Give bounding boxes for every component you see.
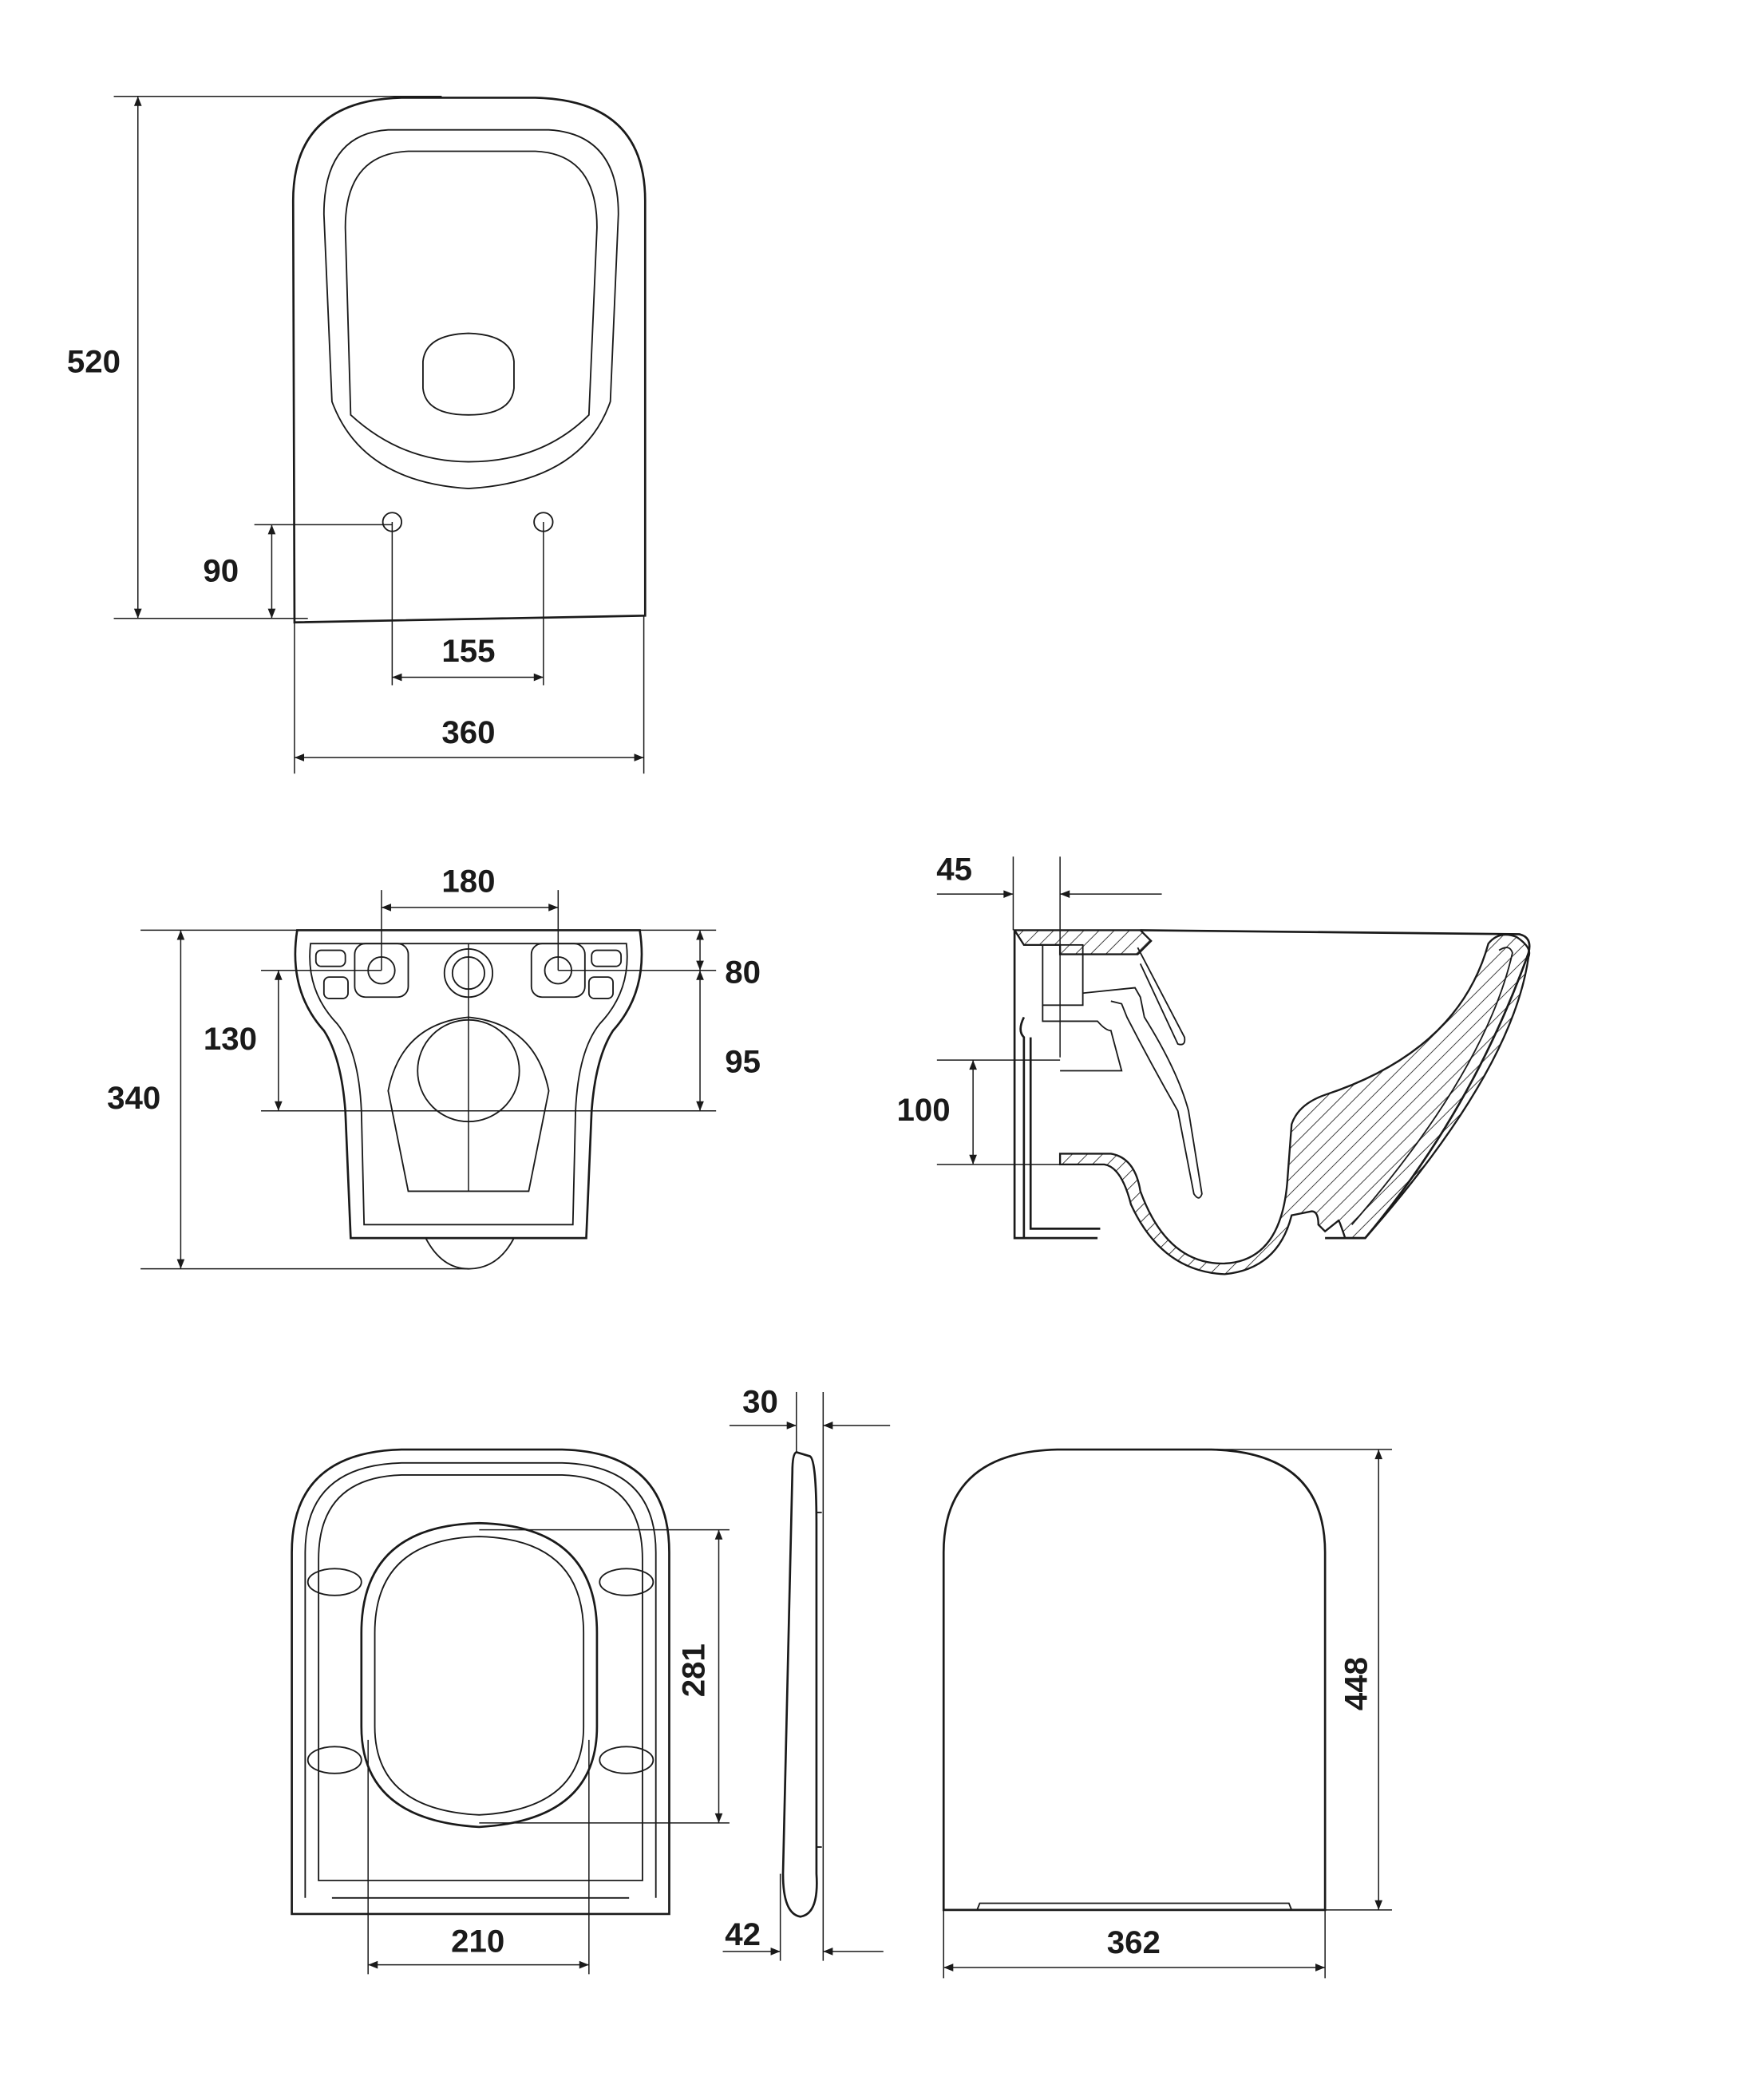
lid-outline (942, 1448, 1327, 1912)
top-view: 520 90 155 360 (67, 95, 647, 774)
lid-view: 448 362 (942, 1448, 1392, 1979)
seat-opening (360, 1521, 599, 1829)
dim-80: 80 (725, 954, 761, 990)
dim-155: 155 (441, 633, 495, 669)
section-wall-hatch (1012, 929, 1153, 955)
seat-outline (291, 1448, 670, 1916)
seat-buffer (599, 1746, 654, 1774)
dim-42: 42 (725, 1916, 761, 1952)
dim-210: 210 (451, 1923, 504, 1959)
outlet-shape (422, 332, 515, 416)
dim-95: 95 (725, 1044, 761, 1080)
dim-100: 100 (897, 1092, 951, 1128)
dim-340: 340 (107, 1080, 160, 1116)
seat-side-view: 30 42 (722, 1384, 891, 1961)
dim-362: 362 (1107, 1924, 1161, 1960)
rim-inner (322, 129, 619, 489)
dim-130: 130 (204, 1021, 257, 1057)
side-section: 45 100 (897, 851, 1531, 1275)
dim-360: 360 (441, 714, 495, 750)
outlet-bottom (425, 1237, 515, 1270)
seat-buffer (306, 1568, 362, 1596)
seat-buffer (306, 1746, 362, 1774)
seat-buffer (599, 1568, 654, 1596)
bowl-outline (291, 97, 647, 624)
seat-view: 281 210 (291, 1448, 730, 1975)
dim-90: 90 (203, 552, 239, 588)
rear-view: 340 180 80 95 130 (107, 863, 761, 1270)
dim-45: 45 (936, 851, 972, 887)
bowl-opening (344, 150, 598, 463)
bowl-section-hatch (1058, 933, 1531, 1275)
dim-281: 281 (676, 1643, 712, 1697)
seat-profile (781, 1450, 818, 1918)
dim-30: 30 (742, 1384, 778, 1420)
rear-outline (294, 929, 643, 1240)
dim-520: 520 (67, 344, 121, 380)
dim-448: 448 (1339, 1657, 1374, 1710)
dim-180: 180 (441, 863, 495, 899)
rear-inner (309, 943, 628, 1226)
